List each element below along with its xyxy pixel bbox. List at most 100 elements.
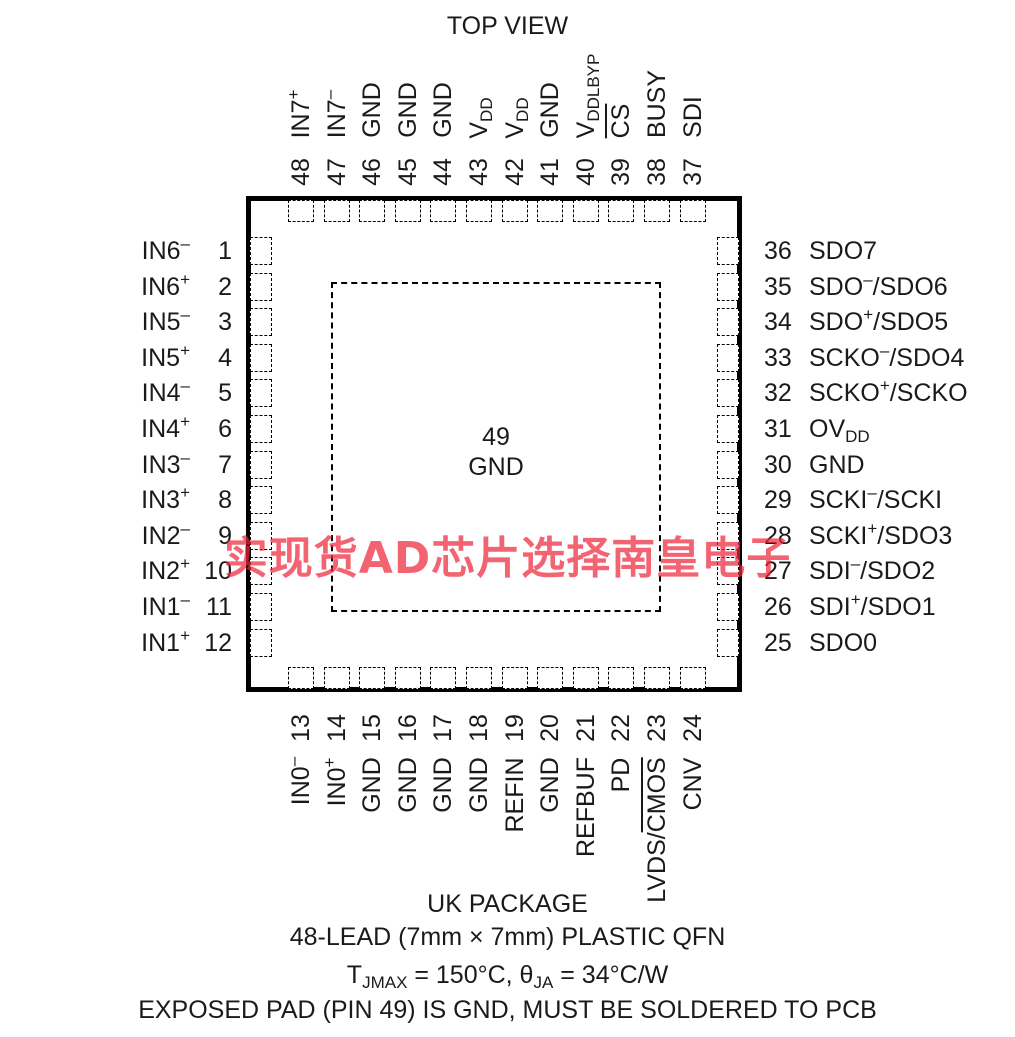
pin-44-base: GND xyxy=(429,82,458,138)
pin-7-sup: – xyxy=(180,447,190,467)
pin-8-name: IN3+ xyxy=(141,484,190,514)
pin-13-number: 13 xyxy=(287,714,315,742)
pin-4-number: 4 xyxy=(218,343,232,372)
pin-22-base: PD xyxy=(607,757,636,792)
pin-17-base: GND xyxy=(429,757,458,813)
pin-4-sup: + xyxy=(180,340,190,360)
pin-14-base: IN0 xyxy=(322,767,351,806)
pin-16-base: GND xyxy=(393,757,422,813)
pin-20-name: GND xyxy=(536,757,564,813)
pad-pin-27 xyxy=(717,557,739,586)
pin-39-overbar: CS xyxy=(607,103,636,138)
pad-pin-28 xyxy=(717,521,739,550)
pin-48-name: IN7+ xyxy=(284,89,315,138)
watermark-text: 实现货AD芯片选择南皇电子 xyxy=(223,533,792,584)
pin-36-number: 36 xyxy=(764,237,792,265)
pin-32-base: SCKO xyxy=(809,379,880,408)
pin-46-name: GND xyxy=(358,82,386,138)
pin-39-name: CS xyxy=(607,103,635,138)
pin-6-sup: + xyxy=(180,412,190,431)
pad-pin-39 xyxy=(608,200,635,222)
pin-9-base: IN2 xyxy=(141,521,181,550)
pin-37-base: SDI xyxy=(678,96,707,138)
pin-38-name: BUSY xyxy=(643,70,671,138)
pin-38-base: BUSY xyxy=(643,69,671,139)
pin-13-sup: – xyxy=(284,756,303,767)
pad-pin-3 xyxy=(250,308,272,337)
pin-5-base: IN4 xyxy=(141,379,181,408)
pin-47-sup: – xyxy=(319,89,339,100)
pad-pin-2 xyxy=(250,272,272,301)
pin-33-number: 33 xyxy=(764,343,792,372)
pin-20-number: 20 xyxy=(536,714,565,742)
pin-46-base: GND xyxy=(358,82,387,138)
pin-34-suffix: /SDO5 xyxy=(873,308,949,337)
pad-pin-33 xyxy=(717,343,739,372)
pin-12-base: IN1 xyxy=(141,628,181,657)
pin-14-number: 14 xyxy=(322,714,351,742)
pin-6-number: 6 xyxy=(218,415,232,443)
pad-pin-21 xyxy=(572,667,599,689)
pad-pin-13 xyxy=(288,667,314,689)
pin-31-base: OV xyxy=(809,415,846,443)
pin-31-sub: DD xyxy=(845,427,870,446)
pin-46-number: 46 xyxy=(358,158,387,186)
pin-41-name: GND xyxy=(536,82,564,138)
pad-pin-17 xyxy=(430,667,457,689)
pin-18-base: GND xyxy=(465,757,493,813)
pad-pin-44 xyxy=(430,200,457,222)
pin-40-number: 40 xyxy=(571,158,600,186)
thermal-specs: TJMAX = 150°C, θJA = 34°C/W xyxy=(0,961,1015,991)
pin-19-number: 19 xyxy=(500,714,529,742)
pad-pin-36 xyxy=(717,237,739,265)
pin-10-sup: + xyxy=(180,554,190,574)
pin-42-sub: DD xyxy=(512,96,532,122)
pin-30-number: 30 xyxy=(764,450,792,479)
pin-3-sup: – xyxy=(180,305,190,325)
pin-26-number: 26 xyxy=(764,593,792,621)
pin-20-base: GND xyxy=(536,757,565,813)
exposed-pad-name: GND xyxy=(468,453,524,481)
pad-pin-31 xyxy=(717,415,739,443)
pin-26-sup: + xyxy=(850,590,861,609)
pin-5-number: 5 xyxy=(218,379,232,408)
pin-24-number: 24 xyxy=(678,714,707,742)
pin-2-base: IN6 xyxy=(141,272,181,301)
pin-44-number: 44 xyxy=(429,158,458,186)
pin-31-name: OVDD xyxy=(809,415,870,446)
pin-30-base: GND xyxy=(809,450,865,479)
pin-48-base: IN7 xyxy=(287,99,315,138)
pin-34-sup: + xyxy=(863,305,874,325)
pin-47-name: IN7– xyxy=(319,89,351,138)
pin-29-number: 29 xyxy=(764,486,792,515)
pin-15-base: GND xyxy=(358,757,387,813)
pad-pin-26 xyxy=(717,593,739,621)
pin-17-number: 17 xyxy=(429,714,458,742)
pin-25-name: SDO0 xyxy=(809,629,877,657)
package-description: 48-LEAD (7mm × 7mm) PLASTIC QFN xyxy=(289,923,726,951)
pad-pin-41 xyxy=(537,200,564,222)
pin-34-number: 34 xyxy=(764,308,792,337)
pin-35-suffix: /SDO6 xyxy=(872,272,948,301)
pin-33-suffix: /SDO4 xyxy=(889,343,965,372)
pin-37-number: 37 xyxy=(678,158,707,186)
pin-2-name: IN6+ xyxy=(141,271,190,301)
pin-26-suffix: /SDO1 xyxy=(860,593,936,621)
pin-1-base: IN6 xyxy=(141,237,181,265)
pin-8-number: 8 xyxy=(218,486,232,515)
pin-32-suffix: /SCKO xyxy=(889,379,968,408)
pad-pin-23 xyxy=(644,667,670,689)
pin-46-column: 46 GND xyxy=(357,0,387,190)
pad-pin-34 xyxy=(717,308,739,337)
pin-35-base: SDO xyxy=(809,272,864,301)
pin-40-sub: DDLBYP xyxy=(583,53,603,122)
